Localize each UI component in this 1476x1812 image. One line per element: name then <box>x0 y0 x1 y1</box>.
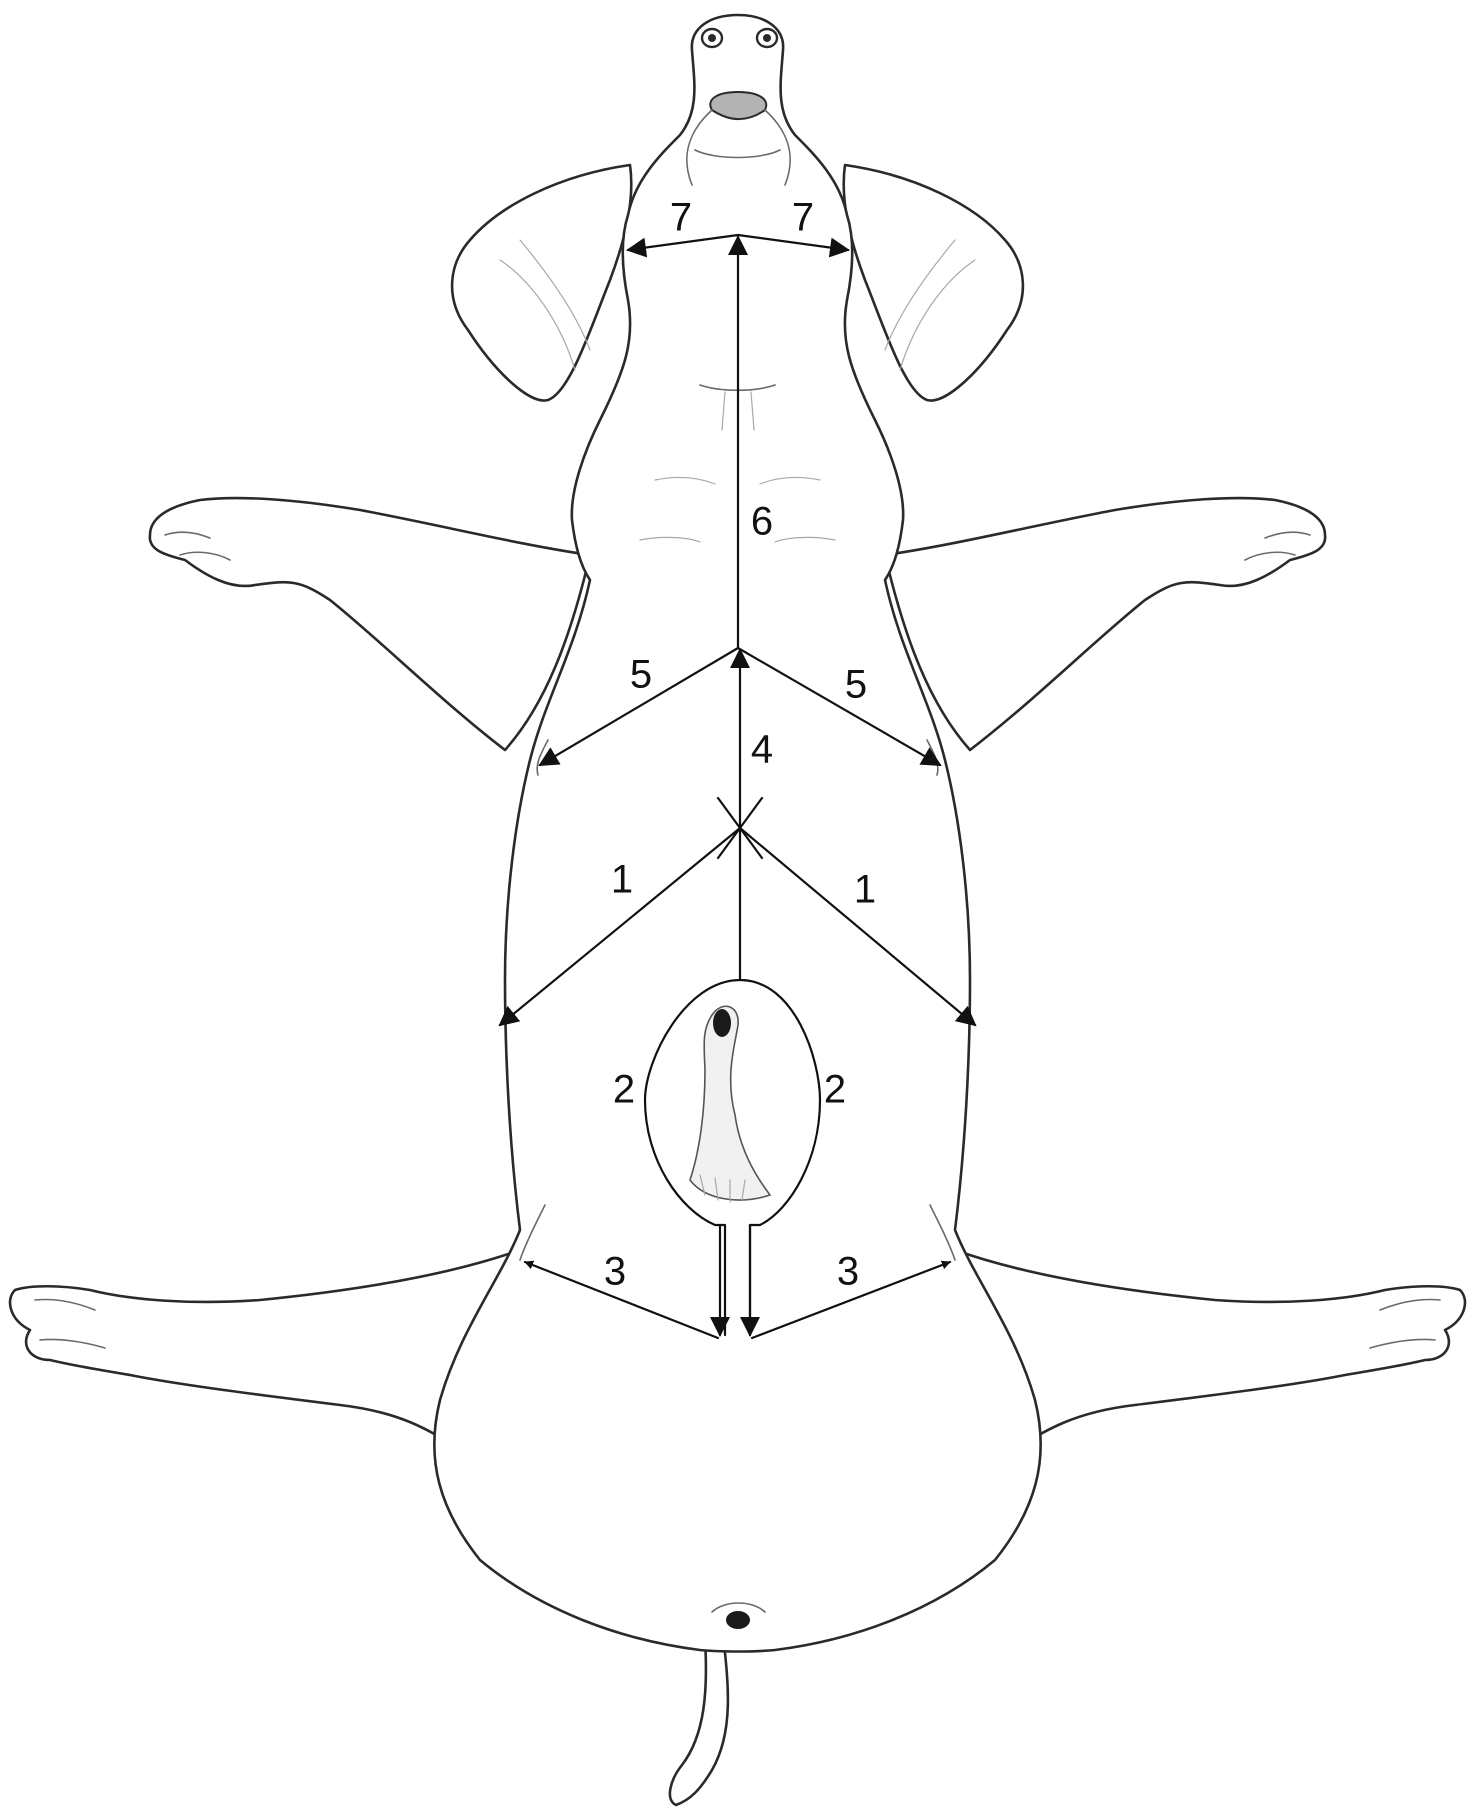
label-2-right: 2 <box>824 1068 846 1112</box>
right-ear <box>844 165 1023 401</box>
label-3-left: 3 <box>604 1250 626 1294</box>
label-7-left: 7 <box>670 196 692 240</box>
label-4: 4 <box>751 728 773 772</box>
left-foreleg <box>150 498 590 750</box>
label-3-right: 3 <box>837 1250 859 1294</box>
label-5-right: 5 <box>845 663 867 707</box>
left-ear <box>452 165 631 401</box>
right-foreleg <box>885 498 1325 750</box>
mouth <box>710 92 766 119</box>
label-1-right: 1 <box>854 868 876 912</box>
label-7-right: 7 <box>792 196 814 240</box>
anus <box>726 1611 750 1629</box>
label-5-left: 5 <box>630 653 652 697</box>
label-2-left: 2 <box>613 1068 635 1112</box>
label-6: 6 <box>751 500 773 544</box>
label-1-left: 1 <box>611 858 633 902</box>
